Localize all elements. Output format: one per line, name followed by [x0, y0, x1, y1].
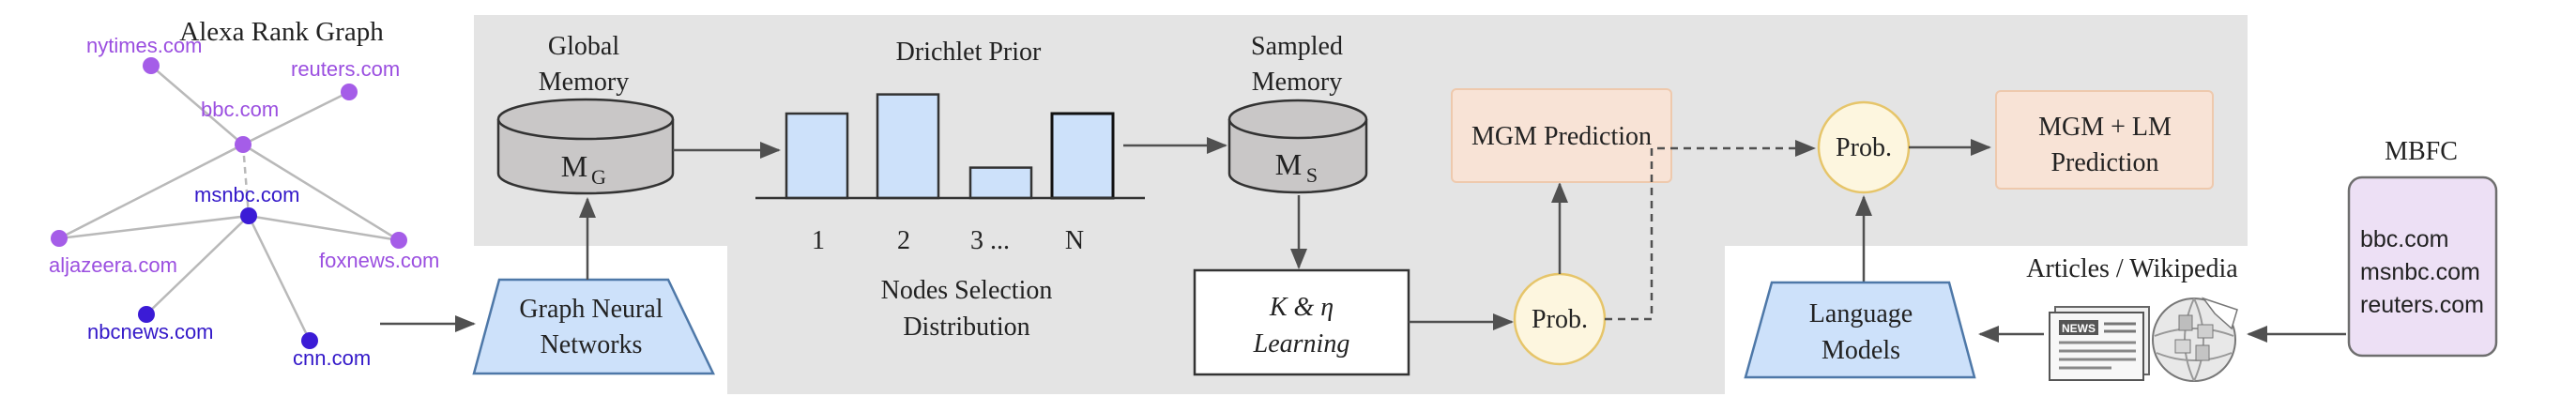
label-msnbc: msnbc.com — [194, 183, 299, 206]
mgm-prediction-label: MGM Prediction — [1471, 122, 1652, 151]
label-reuters: reuters.com — [291, 57, 400, 81]
language-models-box — [1744, 281, 1976, 379]
global-memory-cylinder — [496, 98, 675, 195]
prior-caption-line2: Distribution — [903, 313, 1029, 342]
label-cnn: cnn.com — [293, 346, 371, 370]
mgm-lm-label-line1: MGM + LM — [2038, 113, 2172, 142]
svg-text:NEWS: NEWS — [2062, 322, 2096, 335]
gnn-label-line2: Networks — [541, 330, 643, 359]
wikipedia-globe-icon — [2152, 297, 2238, 382]
lm-label-line2: Models — [1821, 336, 1900, 365]
prior-tick-label-1: 1 — [812, 226, 825, 255]
prior-tick-label-2: 2 — [897, 226, 910, 255]
gnn-label-line1: Graph Neural — [519, 295, 663, 324]
label-nytimes: nytimes.com — [86, 34, 202, 57]
node-nytimes — [143, 57, 160, 74]
graph-nodes — [51, 57, 407, 349]
lm-label-line1: Language — [1809, 299, 1913, 328]
prior-bar-4 — [1050, 112, 1115, 200]
node-reuters — [341, 84, 358, 100]
prior-bar-3 — [968, 166, 1033, 200]
label-foxnews: foxnews.com — [319, 249, 439, 272]
node-aljazeera — [51, 230, 68, 247]
prior-tick-labels: 1 2 3 ... N — [812, 226, 1084, 255]
global-memory-label-line1: Global — [548, 32, 619, 61]
newspaper-icon: NEWS — [2049, 306, 2150, 381]
prior-caption-line1: Nodes Selection — [881, 276, 1053, 305]
articles-label: Articles / Wikipedia — [2026, 254, 2238, 283]
prior-bar-1 — [785, 112, 849, 200]
gnn-box — [472, 278, 715, 375]
prob-label-2: Prob. — [1836, 133, 1892, 162]
label-nbcnews: nbcnews.com — [87, 320, 214, 343]
prior-bar-2 — [876, 93, 940, 200]
node-bbc — [235, 136, 252, 153]
node-cnn — [301, 332, 318, 349]
global-memory-symbol: M — [561, 149, 587, 183]
arrow-prob-dashed — [1605, 140, 1816, 321]
k-eta-label-line2: Learning — [1253, 329, 1350, 359]
sampled-memory-label-line1: Sampled — [1251, 32, 1343, 61]
mbfc-item-2: msnbc.com — [2360, 259, 2480, 285]
mbfc-box — [2347, 175, 2498, 358]
prior-tick-label-3: 3 ... — [970, 226, 1010, 255]
prior-tick-label-4: N — [1065, 226, 1084, 255]
prob-label-1: Prob. — [1532, 305, 1588, 334]
sampled-memory-cylinder — [1227, 99, 1368, 194]
mgm-lm-box — [1995, 90, 2214, 190]
graph-title: Alexa Rank Graph — [179, 17, 384, 47]
node-nbcnews — [138, 306, 155, 323]
mgm-lm-label-line2: Prediction — [2050, 148, 2158, 177]
sampled-memory-label-line2: Memory — [1252, 68, 1342, 97]
label-bbc: bbc.com — [201, 98, 279, 121]
sampled-memory-subscript: S — [1306, 163, 1318, 187]
global-memory-label-line2: Memory — [539, 68, 629, 97]
prior-title: Drichlet Prior — [896, 38, 1042, 67]
sampled-memory-symbol: M — [1275, 147, 1302, 181]
node-foxnews — [390, 232, 407, 249]
label-aljazeera: aljazeera.com — [49, 253, 177, 277]
graph-labels: nytimes.com reuters.com bbc.com msnbc.co… — [49, 34, 439, 370]
graph-edges — [58, 65, 400, 342]
global-memory-subscript: G — [591, 165, 606, 189]
mgm-prediction-box — [1451, 88, 1672, 183]
mbfc-title: MBFC — [2385, 137, 2458, 166]
k-eta-label-line1: K & η — [1269, 293, 1334, 322]
mbfc-item-1: bbc.com — [2360, 226, 2448, 252]
node-msnbc — [240, 207, 257, 224]
mbfc-item-3: reuters.com — [2360, 292, 2484, 318]
k-eta-box — [1193, 268, 1410, 376]
